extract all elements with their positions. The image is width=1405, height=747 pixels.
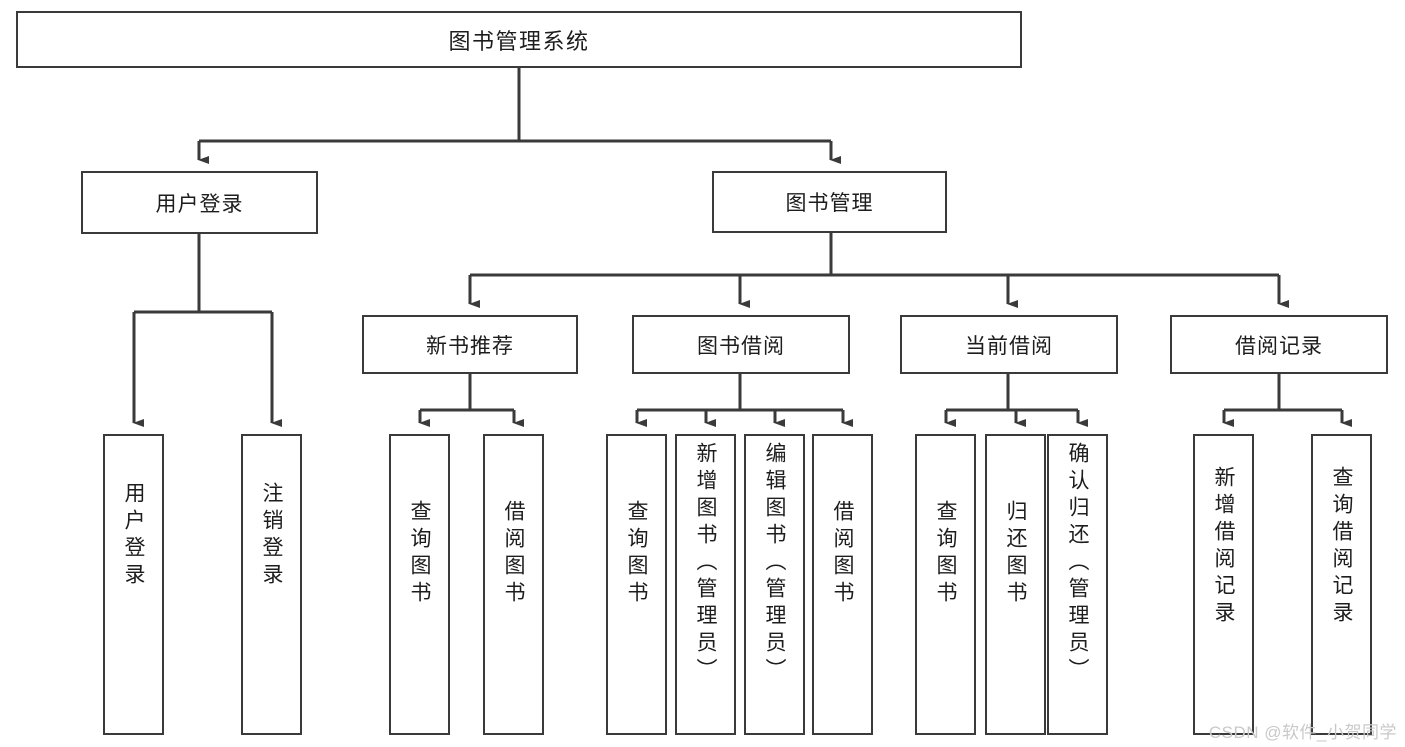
node-leaf-rec-query-book[interactable]: 查询图书 xyxy=(389,434,450,735)
node-leaf-rec-add-record[interactable]: 新增借阅记录 xyxy=(1193,434,1254,735)
node-leaf-rec-query-book-label: 查询图书 xyxy=(408,500,431,608)
node-leaf-rec-borrow-book[interactable]: 借阅图书 xyxy=(483,434,544,735)
node-leaf-user-login[interactable]: 用户登录 xyxy=(103,434,164,735)
node-book-manage[interactable]: 图书管理 xyxy=(712,171,947,233)
node-leaf-borrow-lend-book[interactable]: 借阅图书 xyxy=(812,434,873,735)
node-leaf-user-login-label: 用户登录 xyxy=(122,482,145,590)
node-leaf-borrow-add-book[interactable]: 新增图书（管理员） xyxy=(675,434,736,735)
node-leaf-borrow-edit-book-label: 编辑图书（管理员） xyxy=(763,442,786,685)
node-root-label: 图书管理系统 xyxy=(448,28,590,54)
node-root[interactable]: 图书管理系统 xyxy=(16,11,1022,68)
node-leaf-cur-confirm-return-label: 确认归还（管理员） xyxy=(1066,442,1089,685)
node-leaf-rec-borrow-book-label: 借阅图书 xyxy=(502,500,525,608)
node-leaf-user-logout-label: 注销登录 xyxy=(260,482,283,590)
node-borrow-record[interactable]: 借阅记录 xyxy=(1170,315,1388,374)
node-leaf-borrow-query-book-label: 查询图书 xyxy=(625,500,648,608)
node-new-book-rec[interactable]: 新书推荐 xyxy=(362,315,578,374)
node-leaf-borrow-edit-book[interactable]: 编辑图书（管理员） xyxy=(744,434,805,735)
watermark: CSDN @软件_小贺同学 xyxy=(1208,723,1397,742)
node-leaf-user-logout[interactable]: 注销登录 xyxy=(241,434,302,735)
node-new-book-rec-label: 新书推荐 xyxy=(426,334,514,358)
node-leaf-cur-return-book-label: 归还图书 xyxy=(1004,500,1027,608)
node-leaf-rec-query-record-label: 查询借阅记录 xyxy=(1330,466,1353,628)
node-current-borrow[interactable]: 当前借阅 xyxy=(900,315,1118,374)
node-leaf-borrow-add-book-label: 新增图书（管理员） xyxy=(694,442,717,685)
node-book-borrow[interactable]: 图书借阅 xyxy=(632,315,850,374)
node-user-login-label: 用户登录 xyxy=(155,192,244,216)
node-leaf-cur-return-book[interactable]: 归还图书 xyxy=(985,434,1046,735)
node-book-borrow-label: 图书借阅 xyxy=(697,334,785,358)
node-leaf-rec-query-record[interactable]: 查询借阅记录 xyxy=(1311,434,1372,735)
node-leaf-borrow-query-book[interactable]: 查询图书 xyxy=(606,434,667,735)
node-book-manage-label: 图书管理 xyxy=(785,192,874,215)
node-leaf-cur-confirm-return[interactable]: 确认归还（管理员） xyxy=(1047,434,1108,735)
node-leaf-borrow-lend-book-label: 借阅图书 xyxy=(831,500,854,608)
node-user-login[interactable]: 用户登录 xyxy=(81,171,318,234)
node-borrow-record-label: 借阅记录 xyxy=(1235,334,1323,358)
node-current-borrow-label: 当前借阅 xyxy=(965,334,1053,358)
node-leaf-rec-add-record-label: 新增借阅记录 xyxy=(1212,466,1235,628)
node-leaf-cur-query-book[interactable]: 查询图书 xyxy=(915,434,976,735)
node-leaf-cur-query-book-label: 查询图书 xyxy=(934,500,957,608)
